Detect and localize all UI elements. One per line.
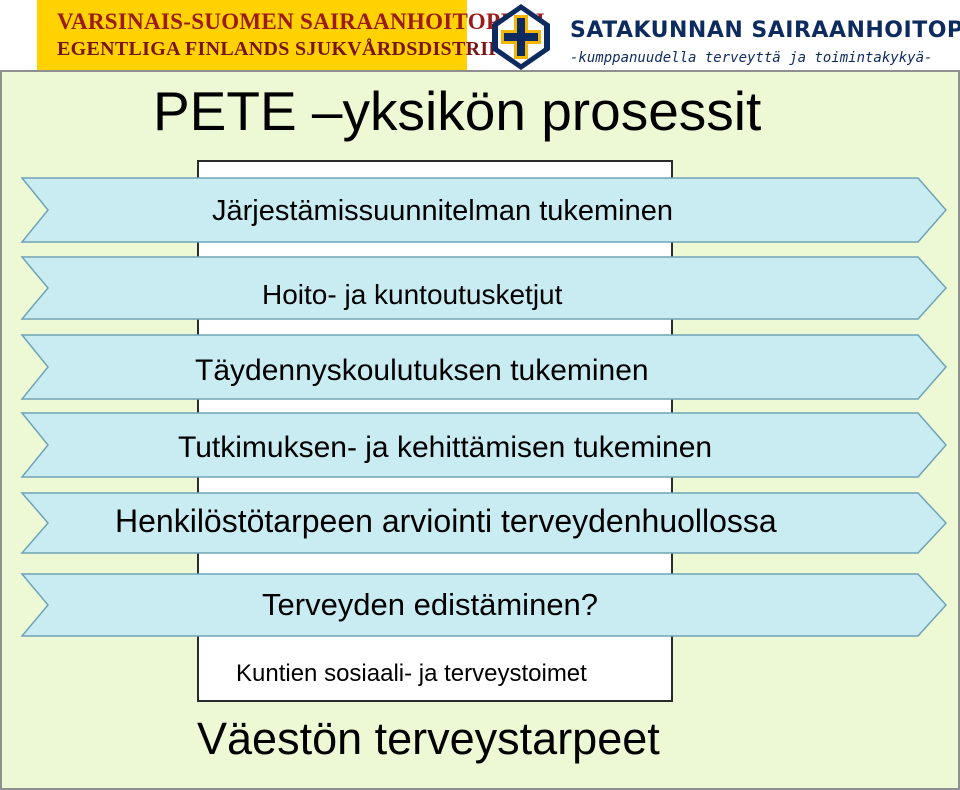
logo-varsinais-suomi: VARSINAIS-SUOMEN SAIRAANHOITOPIIRI EGENT… [37, 0, 545, 75]
logo-right-line1: SATAKUNNAN SAIRAANHOITOPIIRI [570, 18, 960, 43]
municipal-services-label: Kuntien sosiaali- ja terveystoimet [236, 660, 587, 687]
slide-title: PETE –yksikön prosessit [153, 80, 762, 142]
logo-right-line2: -kumppanuudella terveyttä ja toimintakyk… [570, 50, 933, 66]
process-arrow-3 [20, 334, 947, 400]
process-arrow-5 [20, 492, 948, 554]
process-arrow-2 [20, 256, 948, 320]
logo-left-line1: VARSINAIS-SUOMEN SAIRAANHOITOPIIRI [57, 9, 545, 34]
logo-satakunta: SATAKUNNAN SAIRAANHOITOPIIRI -kumppanuud… [490, 0, 960, 75]
population-needs-label: Väestön terveystarpeet [197, 713, 660, 764]
process-label-2: Hoito- ja kuntoutusketjut [262, 279, 563, 310]
process-label-5: Henkilöstötarpeen arviointi terveydenhuo… [115, 503, 777, 539]
cross-emblem-icon [492, 4, 550, 70]
process-label-4: Tutkimuksen- ja kehittämisen tukeminen [178, 431, 713, 464]
process-label-1: Järjestämissuunnitelman tukeminen [212, 195, 673, 227]
process-arrow-6 [20, 573, 948, 637]
logo-left-line2: EGENTLIGA FINLANDS SJUKVÅRDSDISTRIKT [57, 38, 518, 60]
process-arrow-1 [20, 177, 947, 243]
process-arrow-4 [20, 412, 947, 478]
process-label-6: Terveyden edistäminen? [262, 587, 599, 622]
process-label-3: Täydennyskoulutuksen tukeminen [195, 354, 649, 387]
